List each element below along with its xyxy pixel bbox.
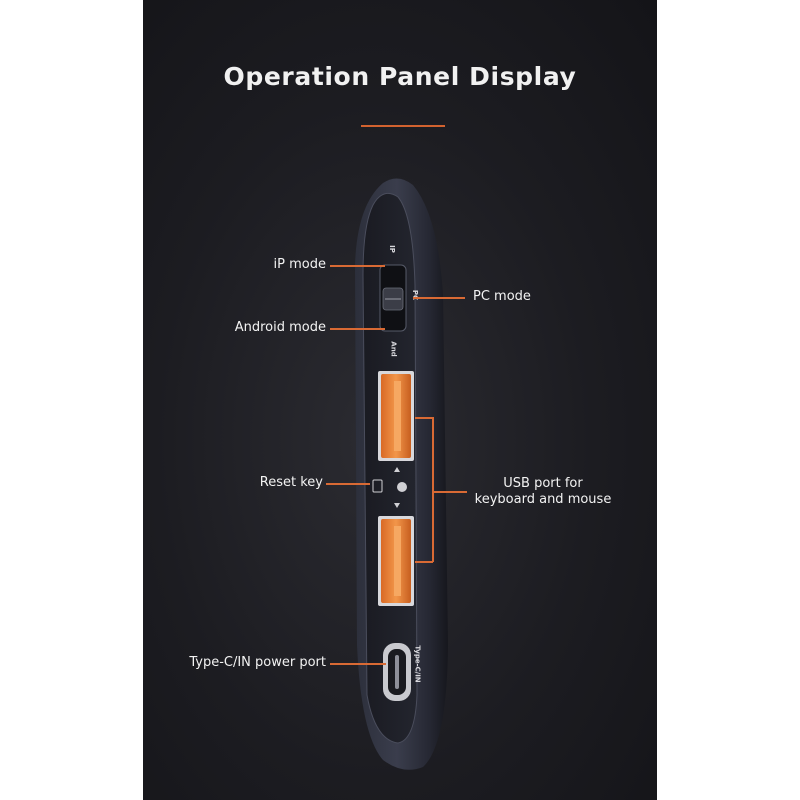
android-mode-label: Android mode — [234, 320, 326, 335]
device-pc-text: PC — [411, 289, 420, 301]
reset-key-label: Reset key — [259, 475, 323, 490]
pc-mode-label: PC mode — [473, 289, 531, 304]
device-ip-text: IP — [387, 245, 396, 253]
hub-device — [355, 178, 448, 770]
ip-mode-line — [330, 265, 385, 267]
usb-bracket-bottom — [415, 561, 433, 563]
product-panel: Operation Panel Display — [143, 0, 657, 800]
typec-port-line — [330, 663, 386, 665]
usb-port-label-line1: USB port for — [503, 476, 583, 491]
device-typec-text: Type-C/IN — [413, 645, 422, 683]
usb-bracket-vertical — [432, 417, 434, 562]
usb-port-label-line2: keyboard and mouse — [474, 492, 612, 507]
ip-mode-label: iP mode — [273, 257, 326, 272]
typec-port-label: Type-C/IN power port — [189, 655, 326, 670]
title-accent-line — [361, 125, 445, 127]
reset-key-line — [326, 483, 370, 485]
usb-bracket-top — [415, 417, 433, 419]
usb-bracket-stem — [432, 491, 467, 493]
pc-mode-line — [413, 297, 465, 299]
page-title: Operation Panel Display — [223, 62, 577, 91]
android-mode-line — [330, 328, 385, 330]
usb-port-label: USB port for keyboard and mouse — [473, 476, 613, 508]
device-and-text: And — [389, 341, 398, 357]
